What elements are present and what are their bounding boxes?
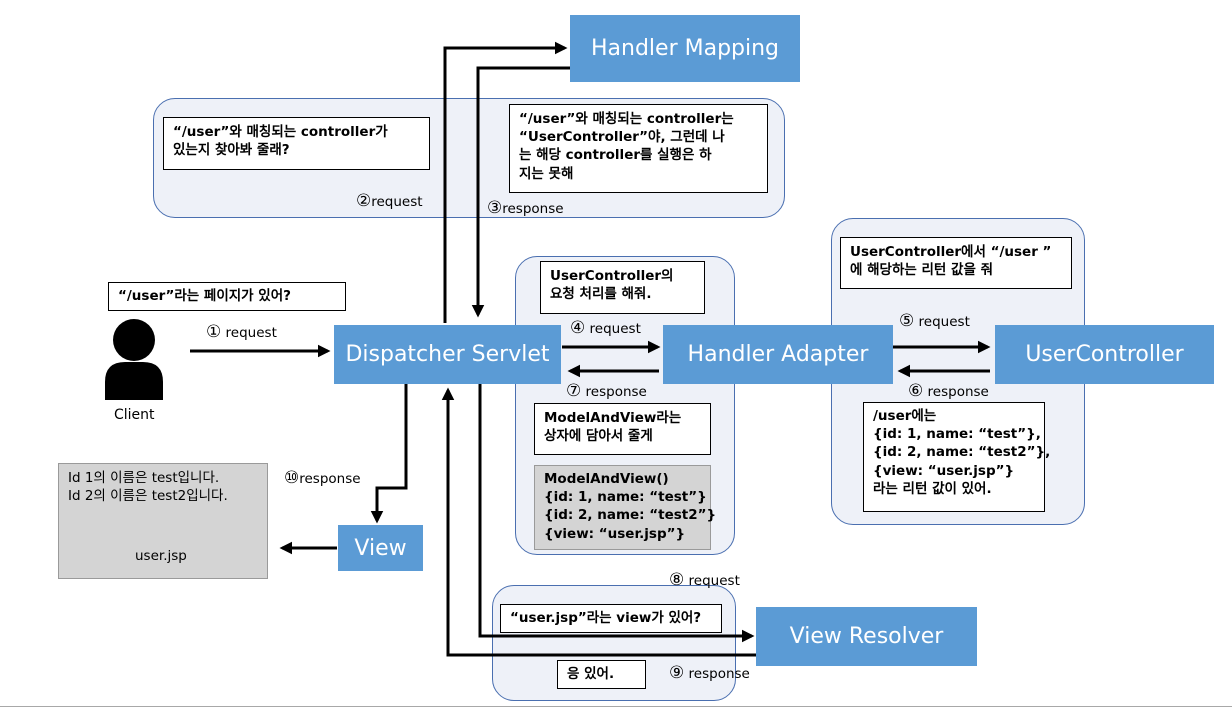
bottom-divider <box>0 706 1232 707</box>
client-label: Client <box>114 407 155 423</box>
step-8-label: ⑧ request <box>669 570 740 590</box>
jsp-page: Id 1의 이름은 test입니다. Id 2의 이름은 test2입니다. u… <box>58 463 268 579</box>
view-node: View <box>338 525 423 571</box>
dispatcher-servlet-node: Dispatcher Servlet <box>334 325 561 384</box>
handler-mapping-node: Handler Mapping <box>570 15 800 82</box>
step-4-label: ④ request <box>570 318 641 338</box>
step-6-label: ⑥ response <box>908 381 989 401</box>
step-9-label: ⑨ response <box>669 663 750 683</box>
mapping-question-note: “/user”와 매칭되는 controller가 있는지 찾아봐 줄래? <box>163 117 430 170</box>
resolver-question-note: “user.jsp”라는 view가 있어? <box>500 604 722 633</box>
controller-response-note: /user에는 {id: 1, name: “test”}, {id: 2, n… <box>863 402 1050 512</box>
view-resolver-node: View Resolver <box>756 607 977 666</box>
adapter-request-note: UserController의 요청 처리를 해줘. <box>540 261 705 314</box>
user-controller-node: UserController <box>995 325 1214 384</box>
arrow-dispatcher-to-view <box>370 384 408 524</box>
step-7-label: ⑦ response <box>566 381 647 401</box>
mapping-answer-note: “/user”와 매칭되는 controller는 “UserControlle… <box>509 104 768 193</box>
model-and-view-note: ModelAndView라는 상자에 담아서 줄게 <box>534 403 711 455</box>
arrow-mapping-to-dispatcher <box>471 66 570 318</box>
step-5-label: ⑤ request <box>899 311 970 331</box>
resolver-answer-note: 응 있어. <box>557 660 646 689</box>
arrow-dispatcher-to-mapping <box>443 41 568 323</box>
controller-request-note: UserController에서 “/user ” 에 해당하는 리턴 값을 줘 <box>840 237 1072 289</box>
model-and-view-box: ModelAndView() {id: 1, name: “test”} {id… <box>534 465 716 550</box>
handler-adapter-node: Handler Adapter <box>663 325 893 384</box>
arrow-dispatcher-to-resolver <box>478 384 755 643</box>
person-icon <box>105 319 163 400</box>
step-2-label: ②request <box>356 191 423 211</box>
client-question-note: “/user”라는 페이지가 있어? <box>108 282 346 311</box>
step-10-label: ⑩response <box>284 468 361 488</box>
jsp-filename: user.jsp <box>135 548 187 564</box>
arrow-resolver-to-dispatcher <box>441 387 757 657</box>
step-3-label: ③response <box>487 198 564 218</box>
step-1-label: ① request <box>206 322 277 342</box>
